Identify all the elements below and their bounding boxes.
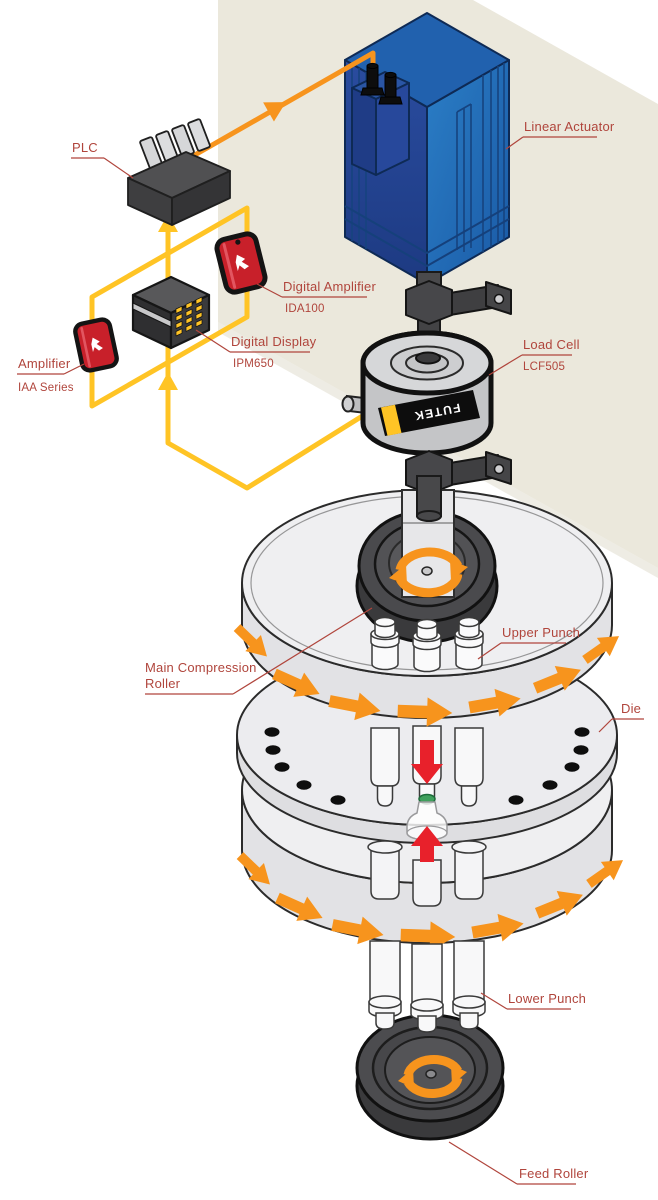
svg-text:Roller: Roller [145, 676, 181, 691]
svg-text:Digital Display: Digital Display [231, 334, 317, 349]
plc-device [127, 118, 231, 226]
feed-roller-rotation-arrows [398, 1055, 467, 1098]
cable-glands [360, 62, 403, 105]
load-cell-device: FUTEK [341, 330, 494, 456]
svg-text:Main Compression: Main Compression [145, 660, 257, 675]
svg-text:IAA Series: IAA Series [18, 382, 74, 394]
label-feed-roller: Feed Roller [448, 1141, 589, 1185]
lower-punches [368, 940, 486, 1033]
label-lower-punch: Lower Punch [480, 991, 586, 1010]
label-plc: PLC [71, 140, 134, 179]
futek-logo-icon [235, 254, 250, 272]
load-cell-band-stripe [381, 404, 402, 436]
lower-guide-left [367, 840, 403, 900]
die-holes [264, 727, 590, 805]
load-cell-band [378, 390, 480, 436]
label-main-compression-roller: Main Compression Roller [145, 607, 373, 695]
svg-text:Amplifier: Amplifier [18, 356, 71, 371]
svg-text:IPM650: IPM650 [233, 358, 274, 370]
annotations: PLC Digital Amplifier IDA100 Digital Dis… [17, 119, 644, 1185]
label-upper-punch: Upper Punch [477, 625, 580, 660]
svg-text:Lower Punch: Lower Punch [508, 991, 586, 1006]
amplifier-device [73, 317, 119, 373]
svg-text:PLC: PLC [72, 140, 98, 155]
lower-guide-center [412, 859, 442, 907]
svg-text:IDA100: IDA100 [285, 303, 325, 315]
svg-text:Load Cell: Load Cell [523, 337, 580, 352]
compression-down-arrow [411, 740, 443, 784]
plc-modules [139, 118, 211, 170]
display-keypad [175, 296, 203, 337]
roller-axle-dot [421, 566, 433, 576]
label-digital-display: Digital Display IPM650 [195, 329, 317, 370]
label-digital-amplifier: Digital Amplifier IDA100 [256, 279, 376, 315]
svg-text:Digital Amplifier: Digital Amplifier [283, 279, 376, 294]
upper-punches [370, 616, 484, 673]
digital-amplifier-device [214, 231, 268, 295]
svg-text:LCF505: LCF505 [523, 361, 565, 373]
label-linear-actuator: Linear Actuator [505, 119, 615, 150]
feed-roller-axle-dot [425, 1069, 437, 1079]
control-wire [191, 50, 376, 159]
futek-logo-icon [91, 337, 103, 352]
svg-text:Die: Die [621, 701, 641, 716]
linear-actuator [344, 12, 510, 285]
roller-slide-block [401, 475, 455, 598]
lower-guide-right [451, 840, 487, 900]
label-die: Die [598, 701, 644, 733]
svg-text:Feed Roller: Feed Roller [519, 1166, 589, 1181]
label-amplifier: Amplifier IAA Series [17, 356, 85, 394]
compression-up-arrow [411, 826, 443, 862]
roller-rotation-arrows [389, 547, 468, 598]
digital-display-device [131, 275, 211, 350]
label-load-cell: Load Cell LCF505 [488, 337, 580, 376]
svg-text:Upper Punch: Upper Punch [502, 625, 580, 640]
svg-text:Linear Actuator: Linear Actuator [524, 119, 615, 134]
die-station [367, 725, 487, 907]
